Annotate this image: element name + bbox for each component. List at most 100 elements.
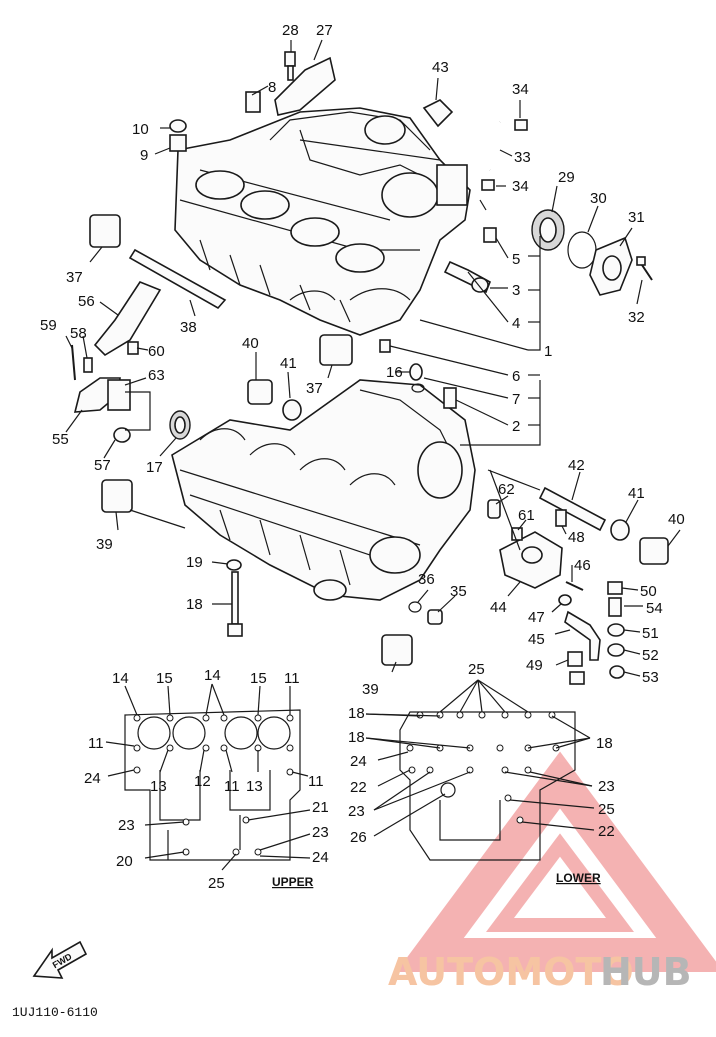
callout-18: 18 bbox=[596, 735, 613, 752]
callout-39: 39 bbox=[362, 681, 379, 698]
callout-2: 2 bbox=[512, 418, 520, 435]
callout-22: 22 bbox=[598, 823, 615, 840]
callout-49: 49 bbox=[526, 657, 543, 674]
callout-30: 30 bbox=[590, 190, 607, 207]
callout-32: 32 bbox=[628, 309, 645, 326]
callout-9: 9 bbox=[140, 147, 148, 164]
callout-24: 24 bbox=[350, 753, 367, 770]
callout-41: 41 bbox=[280, 355, 297, 372]
callout-59: 59 bbox=[40, 317, 57, 334]
callout-13: 13 bbox=[246, 778, 263, 795]
callout-56: 56 bbox=[78, 293, 95, 310]
callout-1: 1 bbox=[544, 343, 552, 360]
callout-4: 4 bbox=[512, 315, 520, 332]
callout-34: 34 bbox=[512, 81, 529, 98]
callout-48: 48 bbox=[568, 529, 585, 546]
callout-43: 43 bbox=[432, 59, 449, 76]
callout-29: 29 bbox=[558, 169, 575, 186]
callout-37: 37 bbox=[66, 269, 83, 286]
upper-bolt-pattern bbox=[105, 683, 311, 871]
callout-53: 53 bbox=[642, 669, 659, 686]
callout-15: 15 bbox=[250, 670, 267, 687]
callout-21: 21 bbox=[312, 799, 329, 816]
callout-18: 18 bbox=[186, 596, 203, 613]
callout-61: 61 bbox=[518, 507, 535, 524]
callout-8: 8 bbox=[268, 79, 276, 96]
fwd-arrow: FWD bbox=[32, 940, 88, 979]
watermark-text-1: AUTOMOTO bbox=[388, 950, 634, 994]
callout-52: 52 bbox=[642, 647, 659, 664]
callout-47: 47 bbox=[528, 609, 545, 626]
callout-28: 28 bbox=[282, 22, 299, 39]
callout-38: 38 bbox=[180, 319, 197, 336]
callout-11: 11 bbox=[284, 670, 300, 687]
diagram-code: 1UJ110-6110 bbox=[12, 1005, 98, 1020]
small-parts bbox=[71, 51, 669, 685]
lower-crankcase bbox=[171, 379, 476, 601]
callout-25: 25 bbox=[208, 875, 225, 892]
callout-23: 23 bbox=[348, 803, 365, 820]
callout-24: 24 bbox=[312, 849, 329, 866]
callout-37: 37 bbox=[306, 380, 323, 397]
upper-crankcase bbox=[174, 107, 471, 336]
callout-11: 11 bbox=[224, 778, 240, 795]
callout-44: 44 bbox=[490, 599, 507, 616]
callout-58: 58 bbox=[70, 325, 87, 342]
lower-label: LOWER bbox=[556, 871, 601, 885]
callout-35: 35 bbox=[450, 583, 467, 600]
callout-41: 41 bbox=[628, 485, 645, 502]
callout-62: 62 bbox=[498, 481, 515, 498]
callout-40: 40 bbox=[242, 335, 259, 352]
callout-26: 26 bbox=[350, 829, 367, 846]
callout-5: 5 bbox=[512, 251, 520, 268]
callout-labels: 28 27 8 10 9 43 34 33 34 29 30 31 32 5 3… bbox=[12, 22, 685, 1020]
watermark: AUTOMOTO HUB bbox=[388, 751, 716, 994]
callout-11: 11 bbox=[308, 773, 324, 790]
callout-15: 15 bbox=[156, 670, 173, 687]
callout-13: 13 bbox=[150, 778, 167, 795]
callout-36: 36 bbox=[418, 571, 435, 588]
callout-19: 19 bbox=[186, 554, 203, 571]
lower-bolt-pattern bbox=[365, 679, 595, 861]
callout-20: 20 bbox=[116, 853, 133, 870]
callout-31: 31 bbox=[628, 209, 645, 226]
callout-25: 25 bbox=[468, 661, 485, 678]
callout-3: 3 bbox=[512, 282, 520, 299]
leader-lines bbox=[65, 39, 681, 677]
callout-54: 54 bbox=[646, 600, 663, 617]
callout-27: 27 bbox=[316, 22, 333, 39]
callout-16: 16 bbox=[386, 364, 403, 381]
callout-23: 23 bbox=[598, 778, 615, 795]
callout-10: 10 bbox=[132, 121, 149, 138]
callout-46: 46 bbox=[574, 557, 591, 574]
callout-17: 17 bbox=[146, 459, 163, 476]
callout-55: 55 bbox=[52, 431, 69, 448]
callout-40: 40 bbox=[668, 511, 685, 528]
watermark-triangle bbox=[396, 751, 716, 972]
callout-42: 42 bbox=[568, 457, 585, 474]
callout-23: 23 bbox=[312, 824, 329, 841]
callout-23: 23 bbox=[118, 817, 135, 834]
callout-63: 63 bbox=[148, 367, 165, 384]
callout-33: 33 bbox=[514, 149, 531, 166]
upper-label: UPPER bbox=[272, 875, 314, 889]
callout-7: 7 bbox=[512, 391, 520, 408]
callout-39: 39 bbox=[96, 536, 113, 553]
callout-57: 57 bbox=[94, 457, 111, 474]
callout-60: 60 bbox=[148, 343, 165, 360]
callout-51: 51 bbox=[642, 625, 659, 642]
callout-22: 22 bbox=[350, 779, 367, 796]
callout-18: 18 bbox=[348, 705, 365, 722]
callout-24: 24 bbox=[84, 770, 101, 787]
callout-34: 34 bbox=[512, 178, 529, 195]
callout-12: 12 bbox=[194, 773, 211, 790]
callout-6: 6 bbox=[512, 368, 520, 385]
callout-45: 45 bbox=[528, 631, 545, 648]
callout-50: 50 bbox=[640, 583, 657, 600]
callout-18: 18 bbox=[348, 729, 365, 746]
callout-11: 11 bbox=[88, 735, 104, 752]
watermark-text-2: HUB bbox=[600, 950, 692, 994]
callout-25: 25 bbox=[598, 801, 615, 818]
